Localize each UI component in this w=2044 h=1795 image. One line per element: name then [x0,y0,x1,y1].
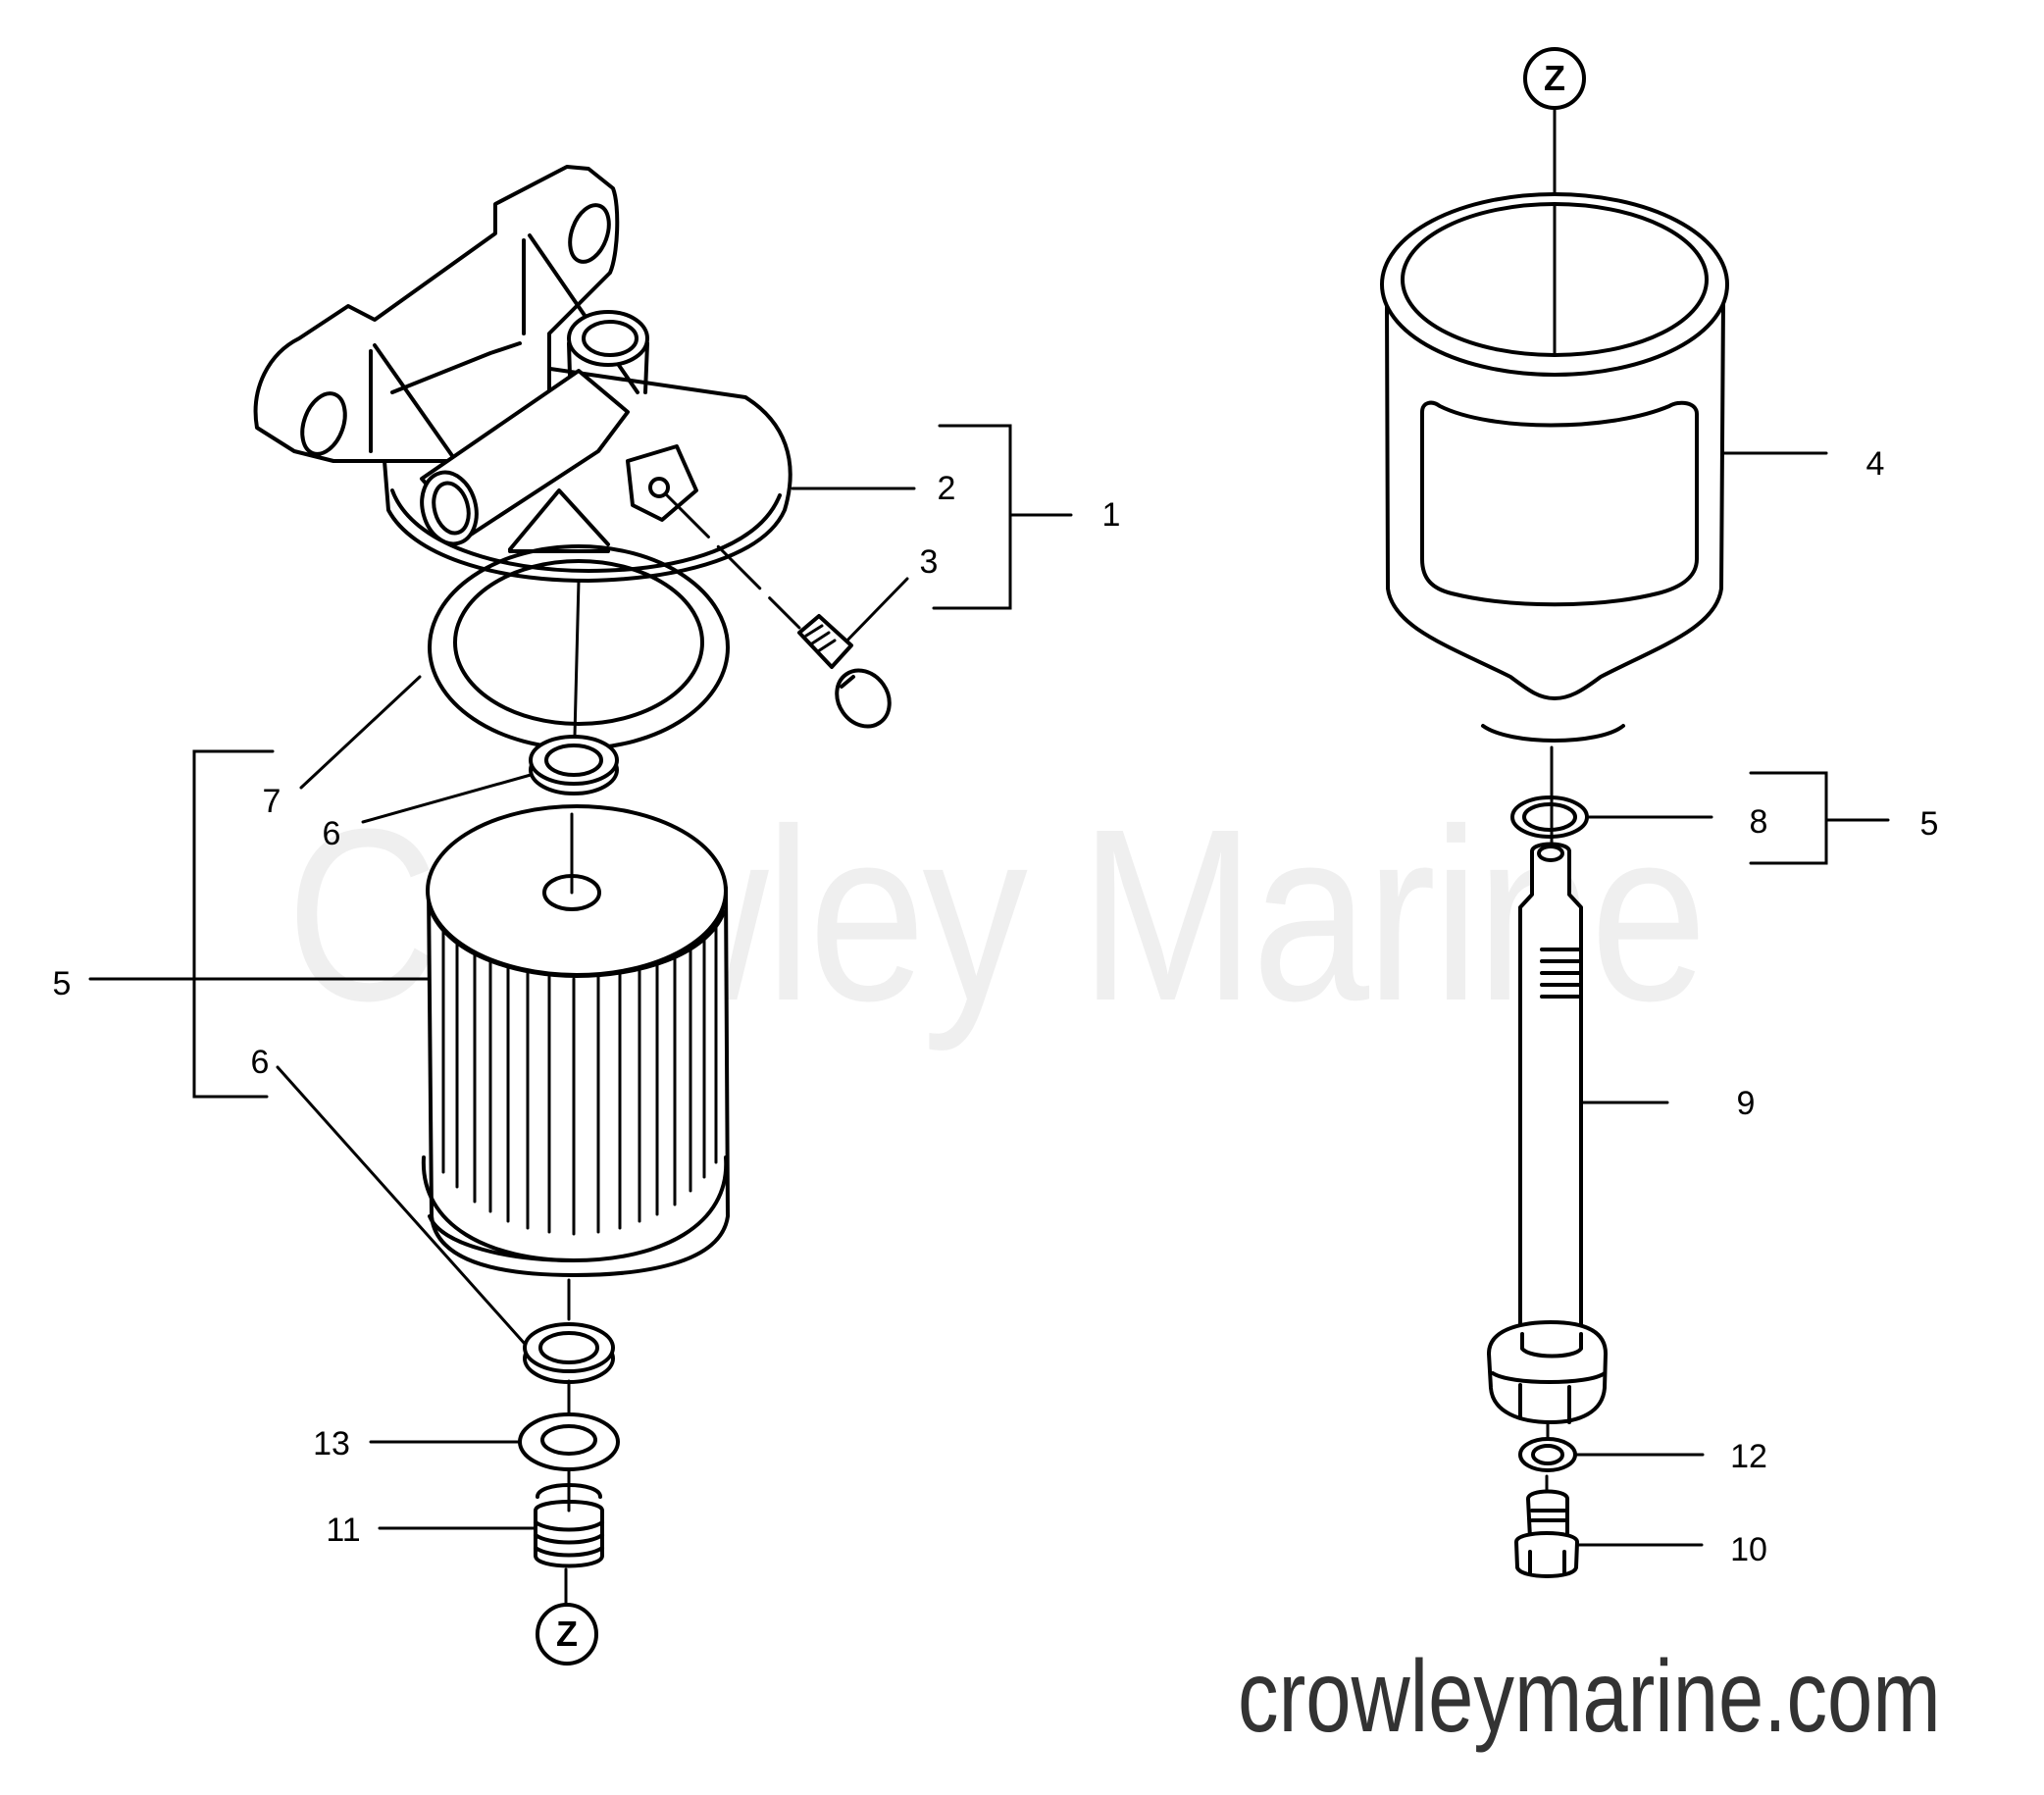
callout-4[interactable]: 4 [1865,445,1885,483]
callout-2[interactable]: 2 [937,470,956,507]
seal-washer-lower-part-6[interactable] [523,1322,615,1384]
callout-1[interactable]: 1 [1101,496,1121,534]
callout-7[interactable]: 7 [262,783,281,820]
filter-head-part-2[interactable] [253,165,792,583]
reference-marker-z-top: Z [1523,47,1586,110]
callout-5-right[interactable]: 5 [1919,805,1939,843]
callout-6-lower[interactable]: 6 [250,1044,270,1081]
spring-part-11[interactable] [534,1483,604,1568]
drain-plug-part-10[interactable] [1514,1489,1579,1578]
callout-3[interactable]: 3 [919,543,939,581]
seal-washer-upper-part-6[interactable] [529,735,619,795]
washer-part-12[interactable] [1518,1437,1577,1472]
reference-marker-z-bottom: Z [536,1603,598,1666]
callout-13[interactable]: 13 [313,1425,350,1462]
callout-5-left[interactable]: 5 [52,965,72,1002]
site-url: crowleymarine.com [1238,1640,1941,1754]
callout-9[interactable]: 9 [1736,1085,1756,1122]
callout-8[interactable]: 8 [1749,803,1768,841]
callout-11[interactable]: 11 [326,1512,361,1549]
callout-10[interactable]: 10 [1730,1531,1767,1568]
o-ring-part-8[interactable] [1510,795,1589,839]
filter-element-part-5[interactable] [421,804,730,1277]
washer-part-13[interactable] [518,1412,620,1471]
center-bolt-part-9[interactable] [1487,842,1608,1424]
filter-cup-part-4[interactable] [1380,192,1729,743]
callout-6-upper[interactable]: 6 [322,815,341,852]
callout-12[interactable]: 12 [1730,1438,1767,1475]
bleed-bolt-part-3[interactable] [665,493,900,737]
